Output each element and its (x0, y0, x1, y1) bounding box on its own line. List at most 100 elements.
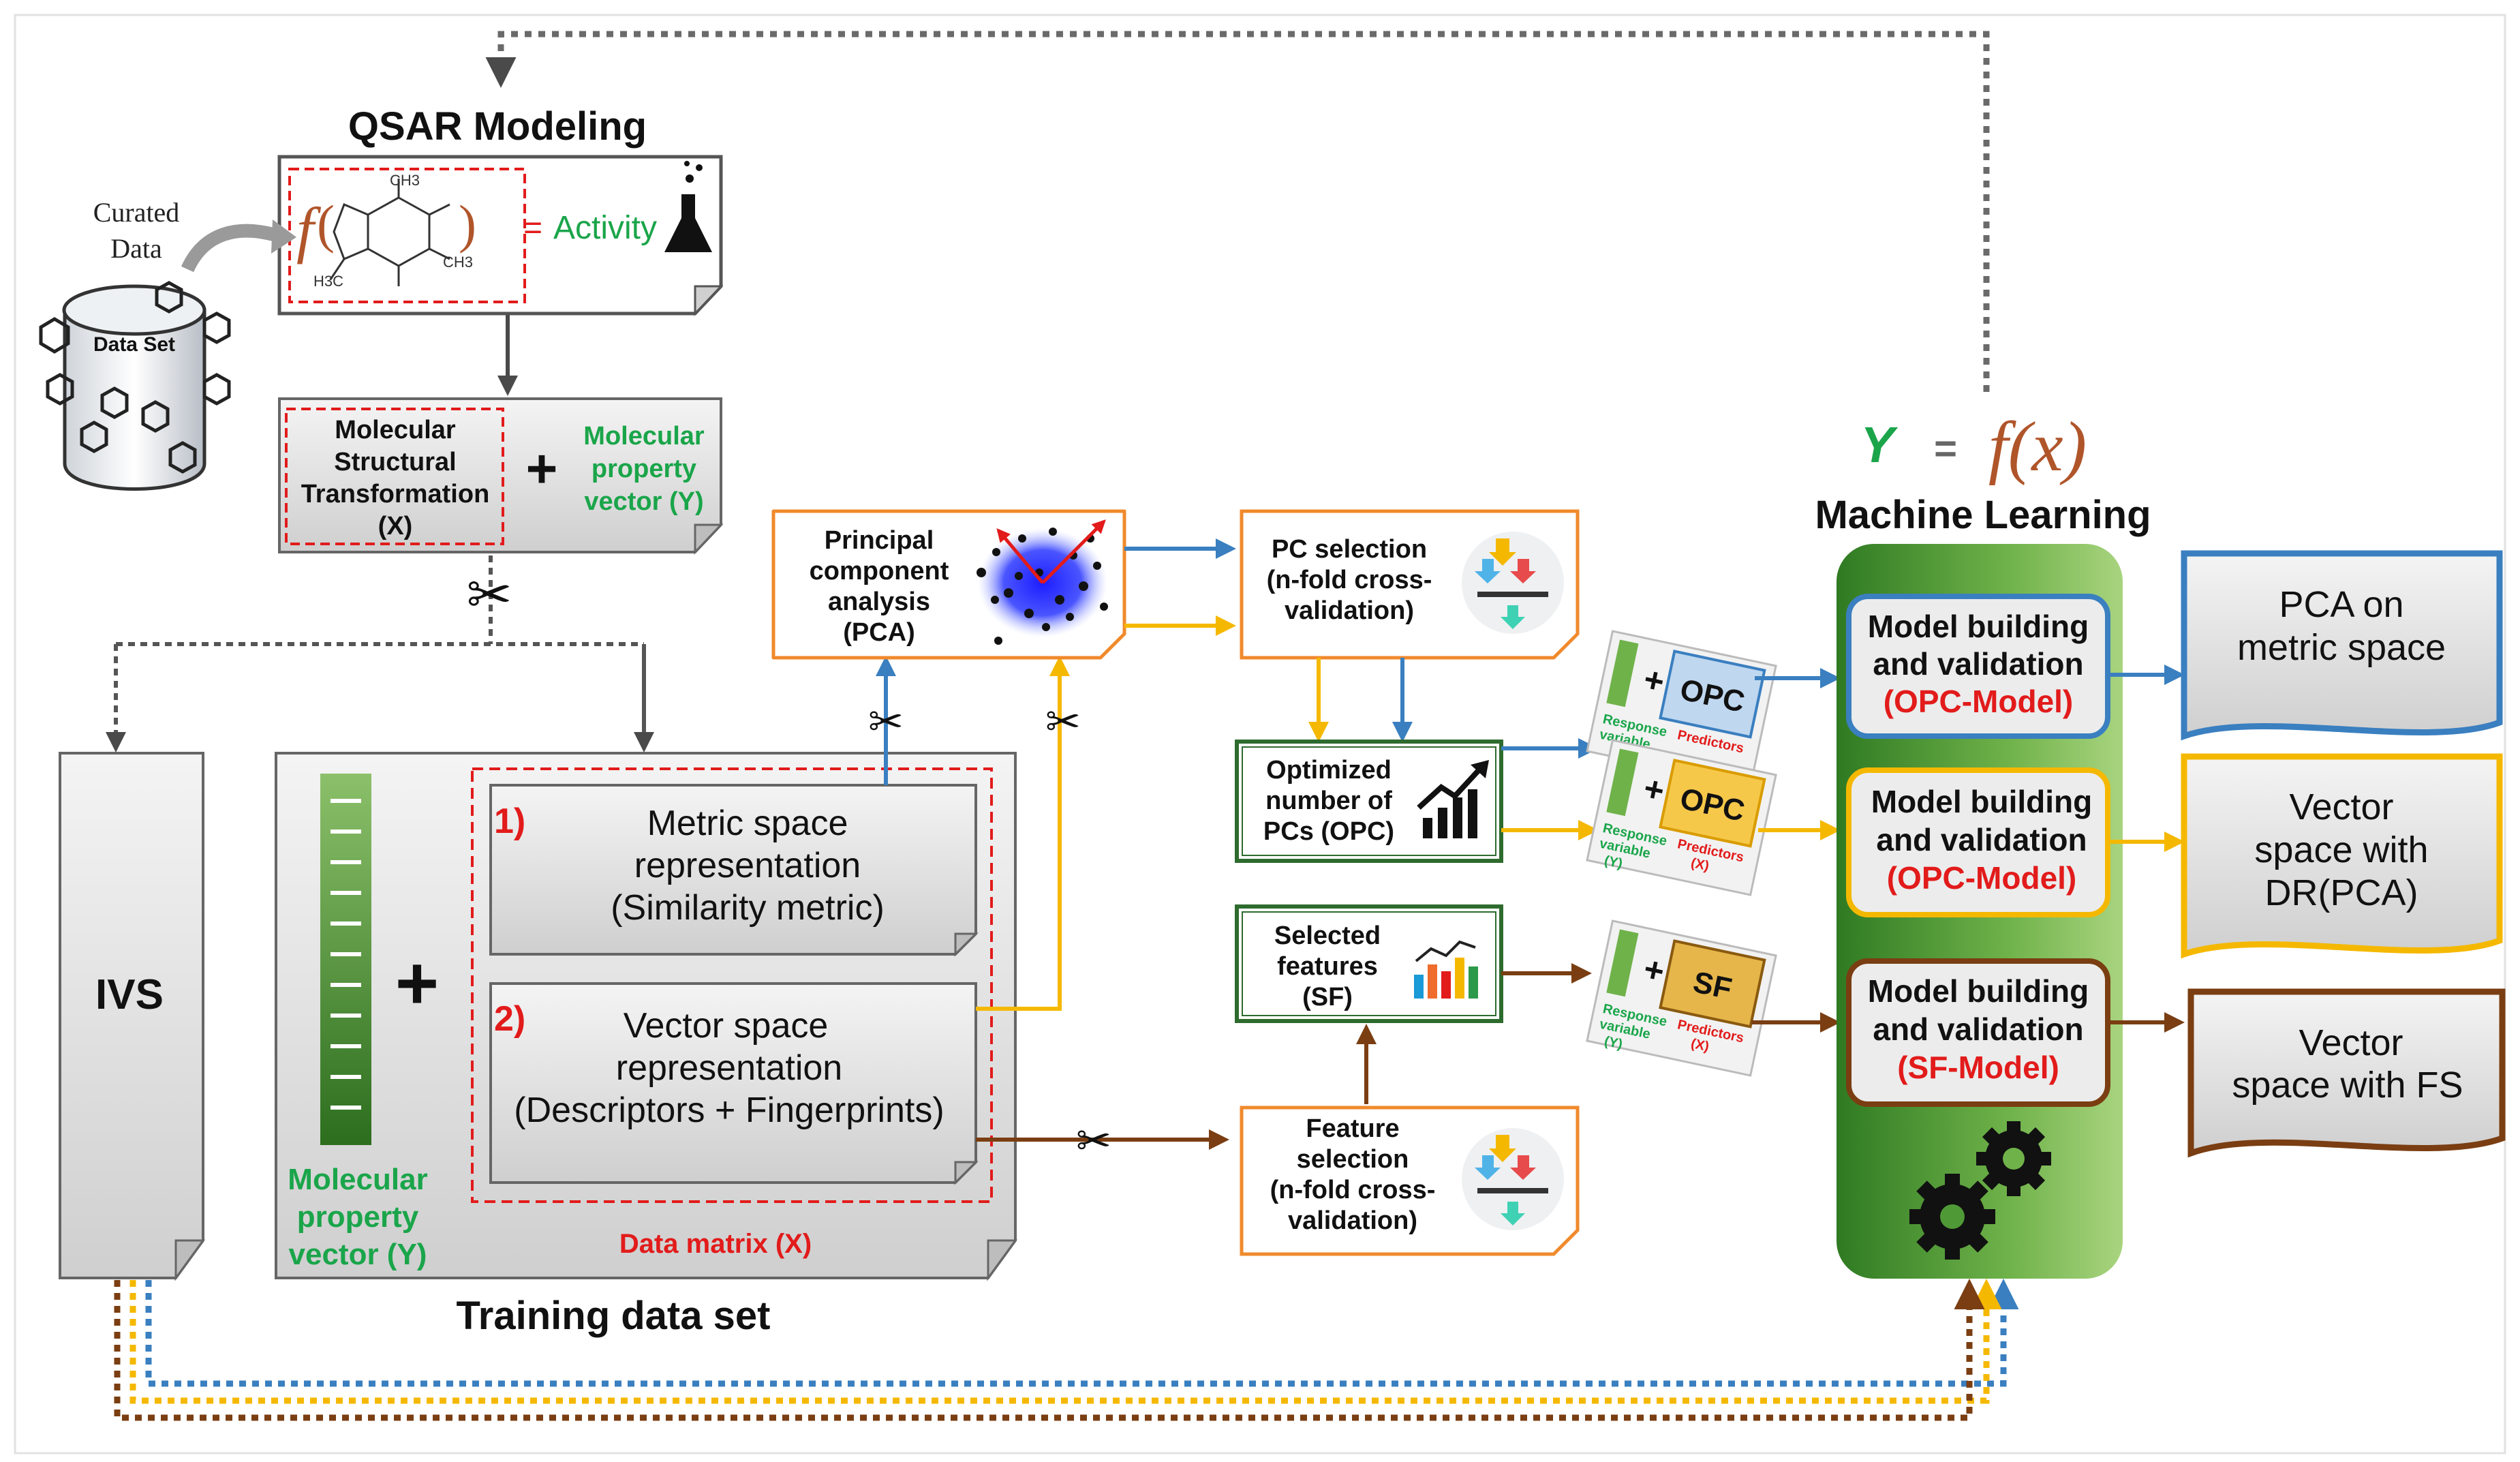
model3-line-2: and validation (1873, 1011, 2083, 1047)
property-label-1: Molecular (583, 422, 705, 451)
transformation-line-4: (X) (378, 512, 413, 540)
transformation-plus: + (526, 438, 558, 499)
output1-line-1: PCA on (2279, 584, 2403, 625)
h3c-left: H3C (313, 273, 343, 290)
transformation-box: Molecular Structural Transformation (X) … (278, 397, 724, 555)
opc-box: Optimized number of PCs (OPC) (1235, 740, 1503, 863)
opc-line-1: Optimized (1266, 756, 1392, 785)
molecule-structure (329, 179, 450, 286)
pc-selection-box: PC selection (n-fold cross- validation) (1240, 509, 1580, 660)
fsel-line-1: Feature (1306, 1114, 1399, 1143)
training-set-box: + Molecular property vector (Y) Data mat… (275, 752, 1017, 1281)
rep2-line-2: representation (616, 1048, 842, 1088)
equation-y: Y (1860, 416, 1898, 473)
model3-line-3: (SF-Model) (1897, 1050, 2059, 1085)
feedback-loop-arrow (485, 31, 1990, 392)
output-vector-dr: Vector space with DR(PCA) (2181, 753, 2503, 959)
output1-line-2: metric space (2237, 627, 2446, 668)
output2-line-3: DR(PCA) (2265, 872, 2418, 913)
fsel-line-4: validation) (1288, 1206, 1417, 1235)
sf-tag: SF (1690, 965, 1734, 1006)
bar-chart-icon (1414, 940, 1478, 999)
rep2-line-1: Vector space (624, 1006, 829, 1046)
transformation-line-1: Molecular (335, 416, 456, 444)
training-title: Training data set (457, 1294, 771, 1338)
scissors-icon: ✂ (466, 564, 512, 625)
pc-selection-line-2: (n-fold cross- (1267, 566, 1432, 594)
qsar-document: f ( ) CH3 CH3 H3C = Activity (277, 155, 724, 316)
growth-chart-icon (1417, 760, 1489, 838)
scissors-icon: ✂ (1076, 1118, 1111, 1165)
curated-label-1: Curated (93, 197, 180, 228)
output-pca-metric: PCA on metric space (2181, 550, 2503, 741)
model3-line-1: Model building (1868, 973, 2089, 1009)
rep1-line-1: Metric space (647, 804, 848, 843)
outer-frame (14, 14, 2506, 1455)
selection-funnel-icon (1462, 1128, 1564, 1230)
property-label-3: vector (Y) (584, 487, 703, 516)
fsel-line-2: selection (1297, 1145, 1409, 1174)
pca-line-1: Principal (825, 526, 934, 555)
pca-line-3: analysis (828, 588, 930, 616)
flask-icon (664, 161, 712, 252)
training-plus: + (395, 941, 439, 1025)
opc-line-2: number of (1265, 787, 1392, 815)
close-paren: ) (459, 194, 476, 254)
output2-line-1: Vector (2289, 787, 2393, 827)
scissors-icon: ✂ (868, 699, 904, 746)
rep1-number: 1) (494, 802, 525, 841)
pca-line-4: (PCA) (843, 618, 915, 647)
rep2-number: 2) (494, 999, 525, 1039)
property-label-2: property (591, 455, 696, 483)
output-vector-fs: Vector space with FS (2187, 988, 2506, 1158)
sf-line-1: Selected (1274, 922, 1381, 950)
sf-matrix-card: + SF Response variable (Y) Predictors (X… (1586, 919, 1777, 1077)
qsar-title: QSAR Modeling (348, 104, 647, 149)
rep1-line-3: (Similarity metric) (611, 888, 885, 928)
equals-sign: = (523, 210, 542, 246)
pc-selection-line-1: PC selection (1272, 535, 1427, 564)
property-vector-bar (320, 774, 371, 1145)
dataset-cylinder-icon: Data Set (39, 281, 231, 491)
mini-y-3: (Y) (1603, 1034, 1624, 1052)
rep1-line-2: representation (634, 846, 861, 885)
open-paren: ( (317, 194, 335, 254)
ml-title: Machine Learning (1815, 493, 2151, 537)
model2-line-3: (OPC-Model) (1887, 860, 2077, 896)
training-property-3: vector (Y) (289, 1238, 427, 1271)
selection-funnel-icon (1462, 532, 1564, 634)
output2-line-2: space with (2254, 829, 2428, 870)
opc-line-3: PCs (OPC) (1263, 817, 1394, 846)
ivs-label: IVS (95, 971, 164, 1018)
ivs-box: IVS (59, 752, 205, 1281)
mini-y-2: (Y) (1603, 853, 1624, 872)
pca-line-2: component (810, 557, 949, 585)
output3-line-1: Vector (2299, 1022, 2403, 1063)
ml-panel: Model building and validation (OPC-Model… (1837, 544, 2123, 1279)
data-matrix-box (471, 767, 993, 1203)
transformation-line-3: Transformation (301, 480, 490, 508)
ch3-top: CH3 (390, 172, 420, 189)
training-property-2: property (297, 1200, 419, 1234)
activity-label: Activity (553, 210, 657, 246)
opc-matrix-card-yellow: + OPC Response variable (Y) Predictors (… (1586, 739, 1777, 896)
model1-line-1: Model building (1868, 609, 2089, 644)
model1-line-2: and validation (1873, 646, 2083, 682)
output3-line-2: space with FS (2232, 1065, 2463, 1106)
pca-scatter-icon (977, 519, 1108, 645)
pc-selection-line-3: validation) (1285, 596, 1414, 625)
gears-icon (1909, 1121, 2051, 1260)
opc-matrix-card-blue: + OPC Response variable Predictors (1586, 630, 1777, 787)
dataset-label: Data Set (93, 333, 175, 356)
model-box-3 (1846, 958, 2110, 1107)
ch3-right: CH3 (443, 254, 473, 271)
sf-line-2: features (1277, 952, 1378, 981)
model-box-1 (1846, 594, 2110, 739)
model2-line-2: and validation (1876, 822, 2087, 857)
rep2-line-3: (Descriptors + Fingerprints) (514, 1091, 944, 1130)
curated-arrow (181, 224, 278, 273)
pca-box: Principal component analysis (PCA) (771, 509, 1126, 660)
feature-selection-box: Feature selection (n-fold cross- validat… (1240, 1106, 1580, 1256)
selected-features-box: Selected features (SF) (1235, 904, 1503, 1023)
